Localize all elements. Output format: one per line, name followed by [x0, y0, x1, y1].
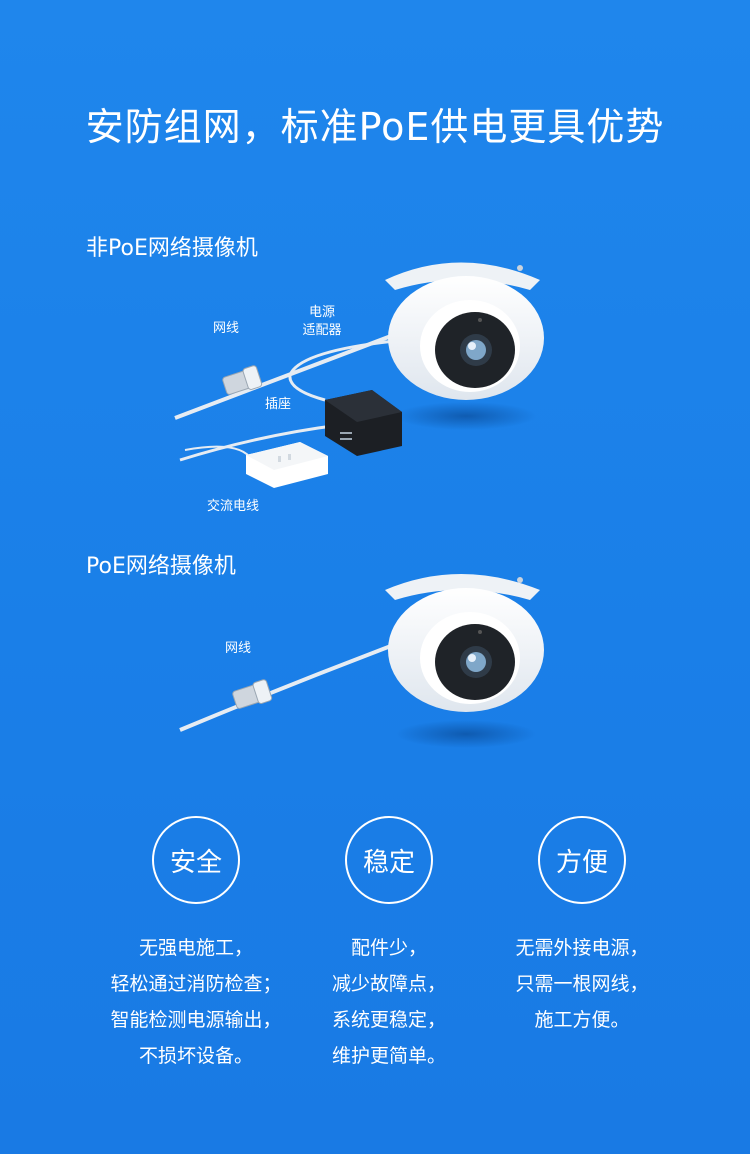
power-cable [288, 338, 406, 402]
feature-safety-circle: 安全 [152, 816, 240, 904]
non-poe-diagram: 网线 电源 适配器 插座 交流电线 [0, 250, 750, 530]
poe-ethernet-cable [179, 633, 421, 732]
power-adapter [325, 390, 402, 456]
poe-cable-label: 网线 [224, 641, 251, 656]
poe-rj45-connector [232, 679, 273, 709]
feature-stability: 稳定 配件少， 减少故障点， 系统更稳定， 维护更简单。 [289, 816, 489, 1074]
non-poe-cable-label: 网线 [212, 321, 239, 336]
non-poe-illustration [174, 262, 544, 488]
feature-convenience-line-3: 施工方便。 [534, 1009, 630, 1031]
ac-cord-label: 交流电线 [206, 499, 259, 514]
poe-camera-shadow [396, 720, 536, 748]
feature-safety-line-3: 智能检测电源输出， [110, 1009, 282, 1031]
feature-stability-line-2: 减少故障点， [331, 973, 446, 995]
feature-convenience: 方便 无需外接电源， 只需一根网线， 施工方便。 [482, 816, 682, 1038]
feature-stability-line-1: 配件少， [350, 937, 427, 959]
rj45-connector [222, 365, 263, 395]
poe-dome-camera [385, 574, 544, 712]
feature-safety-line-2: 轻松通过消防检查； [110, 973, 282, 995]
feature-convenience-line-2: 只需一根网线， [515, 973, 649, 995]
ac-cord [179, 423, 341, 462]
camera-shadow [396, 402, 536, 430]
page-title: 安防组网，标准PoE供电更具优势 [85, 105, 665, 149]
poe-section-label: PoE网络摄像机 [86, 554, 236, 579]
dome-camera [385, 262, 544, 400]
feature-stability-line-4: 维护更简单。 [331, 1045, 446, 1067]
feature-stability-circle: 稳定 [345, 816, 433, 904]
adapter-label-line1: 电源 [308, 305, 335, 320]
socket-label: 插座 [264, 397, 291, 412]
feature-safety: 安全 无强电施工， 轻松通过消防检查； 智能检测电源输出， 不损坏设备。 [96, 816, 296, 1074]
adapter-label-line2: 适配器 [302, 323, 342, 338]
feature-convenience-circle: 方便 [538, 816, 626, 904]
poe-illustration [179, 574, 544, 748]
non-poe-section-label: 非PoE网络摄像机 [86, 236, 258, 261]
feature-convenience-line-1: 无需外接电源， [515, 937, 649, 959]
adapter-label: 电源 适配器 [294, 304, 350, 340]
poe-diagram: 网线 [0, 570, 750, 760]
feature-safety-line-1: 无强电施工， [138, 937, 253, 959]
feature-safety-line-4: 不损坏设备。 [138, 1045, 253, 1067]
feature-stability-line-3: 系统更稳定， [331, 1009, 446, 1031]
wall-socket [246, 442, 328, 488]
